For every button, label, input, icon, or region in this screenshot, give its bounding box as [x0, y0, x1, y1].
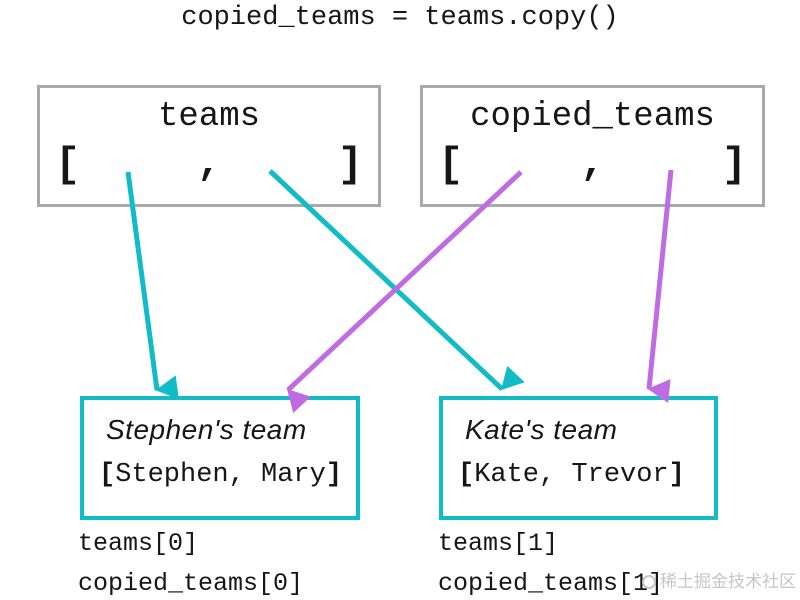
index-label: copied_teams[1] — [438, 569, 664, 598]
juejin-logo-icon — [642, 575, 656, 589]
stephen-team-list: [Stephen, Mary] — [99, 459, 356, 491]
index-label: copied_teams[0] — [78, 569, 304, 598]
list-items: Stephen, Mary — [115, 460, 326, 490]
copied-teams-box-name: copied_teams — [470, 98, 715, 136]
teams-bracket-row: [ , ] — [40, 142, 378, 188]
copied-teams-variable-box: copied_teams [ , ] — [420, 85, 765, 207]
watermark: 稀土掘金技术社区 — [642, 571, 796, 593]
close-bracket: ] — [337, 141, 363, 189]
close-bracket: ] — [325, 460, 343, 490]
kate-team-title: Kate's team — [465, 414, 618, 445]
index-label: teams[0] — [78, 529, 199, 558]
open-bracket: [ — [55, 141, 81, 189]
copied-teams-bracket-row: [ , ] — [423, 142, 762, 188]
kate-team-box: Kate's team [Kate, Trevor] — [439, 396, 718, 520]
list-items: Kate, Trevor — [474, 460, 669, 490]
right-index-labels: teams[1] copied_teams[1] — [438, 524, 663, 600]
left-index-labels: teams[0] copied_teams[0] — [78, 524, 303, 600]
comma: , — [196, 142, 221, 187]
open-bracket: [ — [99, 460, 116, 490]
open-bracket: [ — [438, 141, 464, 189]
kate-team-list: [Kate, Trevor] — [458, 459, 714, 491]
close-bracket: ] — [721, 141, 747, 189]
code-title: copied_teams = teams.copy() — [181, 3, 619, 33]
close-bracket: ] — [668, 460, 685, 490]
teams-box-name: teams — [157, 98, 261, 136]
stephen-team-title: Stephen's team — [106, 414, 307, 445]
teams-variable-box: teams [ , ] — [37, 85, 381, 207]
stephen-team-box: Stephen's team [Stephen, Mary] — [80, 396, 360, 520]
index-label: teams[1] — [438, 529, 559, 558]
watermark-text: 稀土掘金技术社区 — [660, 572, 796, 591]
comma: , — [580, 142, 605, 187]
open-bracket: [ — [458, 460, 475, 490]
